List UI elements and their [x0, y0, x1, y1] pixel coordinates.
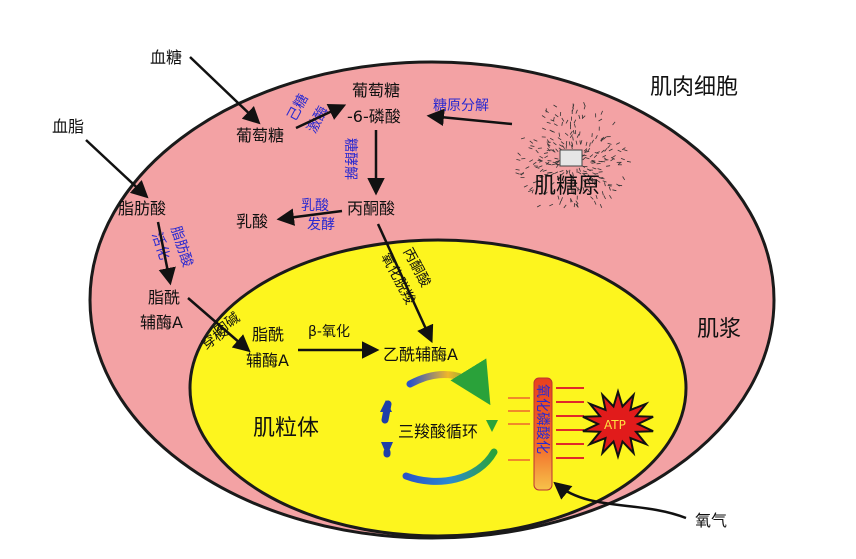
- glucose-label: 葡萄糖: [236, 126, 284, 145]
- glycolysis-enzyme: 糖酵解: [342, 138, 358, 180]
- acetyl-coa-label: 乙酰辅酶A: [383, 345, 458, 364]
- atp-burst: ATP: [582, 388, 654, 460]
- arrow-bloodsugar-glucose: [189, 56, 261, 125]
- fatty-acid-label: 脂肪酸: [118, 199, 166, 218]
- lactate-label: 乳酸: [236, 212, 268, 231]
- glycogen-cluster: [514, 102, 631, 218]
- acyl-coa-cytosol-line2: 辅酶A: [140, 313, 183, 332]
- blood-fat-label: 血脂: [52, 117, 84, 136]
- svg-text:发酵: 发酵: [307, 217, 335, 233]
- arrow-acylcoa-transport: [187, 297, 251, 353]
- acyl-coa-mito-line1: 脂酰: [252, 325, 284, 344]
- muscle-cell-label: 肌肉细胞: [650, 75, 738, 100]
- arrow-pyruvate-lactate: [276, 208, 343, 226]
- mitochondrion: [188, 238, 688, 538]
- oxphos-inputs: [508, 397, 530, 461]
- arrow-pyruvate-acetylcoa: [376, 223, 434, 344]
- pyruvate-label: 丙酮酸: [347, 199, 395, 218]
- lactic-fermentation-enzyme: 乳酸 发酵: [301, 198, 335, 233]
- oxphos-label: 氧化磷酸化: [534, 384, 550, 454]
- tca-arrowheads: [380, 400, 498, 456]
- arrow-glycogen-g6p: [426, 108, 513, 127]
- glycogenolysis-enzyme: 糖原分解: [433, 98, 489, 114]
- arrow-bloodfat-fattyacid: [85, 139, 149, 199]
- glycogen-label: 肌糖原: [534, 174, 600, 199]
- oxphos-outputs: [556, 387, 584, 459]
- oxphos-bar: 氧化磷酸化: [533, 377, 553, 491]
- atp-label: ATP: [604, 418, 626, 432]
- svg-text:乳酸: 乳酸: [301, 198, 329, 214]
- g6p-label-line2: -6-磷酸: [347, 107, 401, 126]
- beta-oxidation-enzyme: β-氧化: [308, 324, 350, 340]
- arrow-fattyacid-acylcoa: [156, 221, 176, 286]
- blood-sugar-label: 血糖: [150, 48, 182, 67]
- arrow-glucose-g6p: [295, 104, 347, 130]
- arrow-oxygen: [553, 481, 687, 520]
- sarcoplasm-label: 肌浆: [697, 317, 741, 342]
- oxygen-label: 氧气: [695, 511, 727, 530]
- acyl-coa-cytosol-line1: 脂酰: [148, 288, 180, 307]
- g6p-label-line1: 葡萄糖: [352, 81, 400, 100]
- acyl-coa-mito-line2: 辅酶A: [246, 351, 289, 370]
- tca-cycle-label: 三羧酸循环: [398, 422, 478, 441]
- mitochondria-label: 肌粒体: [253, 416, 319, 441]
